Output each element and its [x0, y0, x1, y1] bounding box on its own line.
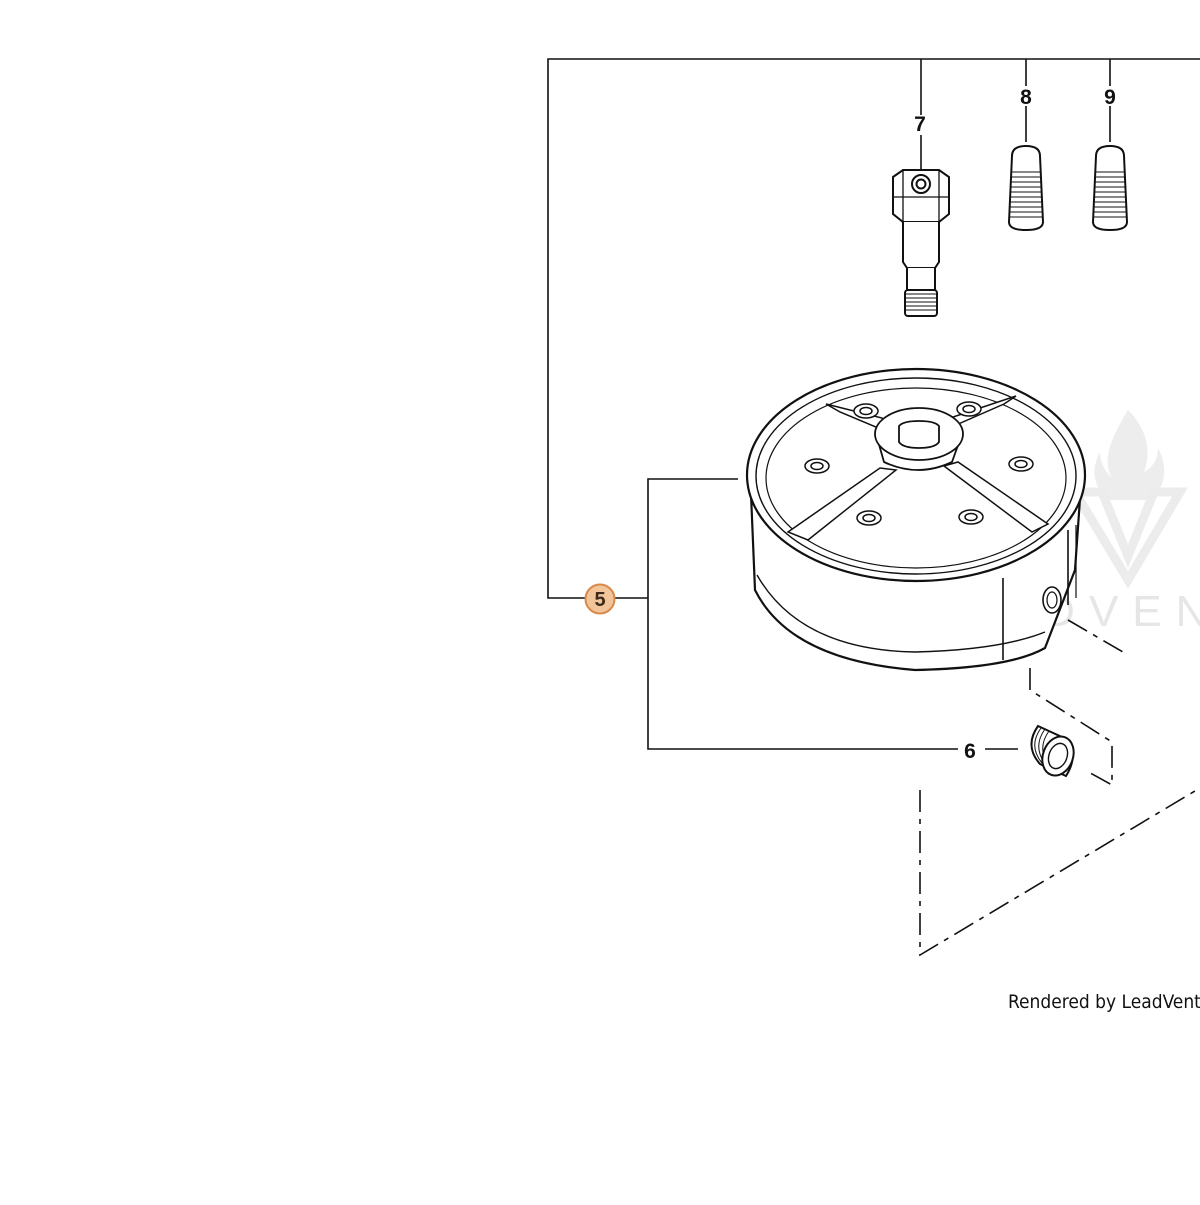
callout-5-label: 5	[594, 589, 605, 611]
part-8-stud[interactable]	[1007, 144, 1045, 232]
plug-6-thread-lines	[1034, 727, 1051, 768]
watermark-flame-icon	[1094, 410, 1165, 500]
callout-6-label[interactable]: 6	[964, 740, 976, 763]
part-5-hub-housing[interactable]	[745, 367, 1087, 672]
dash-plug-path	[1029, 668, 1113, 787]
callout-5[interactable]: 5	[584, 583, 616, 615]
leader-lines	[547, 58, 1200, 750]
part-9-stud[interactable]	[1091, 144, 1129, 232]
hub-mounting-holes	[804, 401, 1034, 526]
stud-9-thread-lines	[1094, 171, 1126, 218]
callout-8-label[interactable]: 8	[1020, 86, 1032, 109]
watermark-v-icon	[1067, 487, 1188, 589]
part-6-threaded-plug[interactable]	[1030, 724, 1078, 780]
bolt-7-thread-lines	[905, 293, 937, 311]
hub-ribs	[786, 395, 1050, 541]
assembly-dash-lines	[919, 619, 1200, 957]
dash-axis-plug	[1067, 619, 1129, 656]
bracket-5	[647, 478, 958, 750]
dash-ground-box	[919, 787, 1200, 957]
stud-8-thread-lines	[1010, 171, 1042, 218]
callout-5-badge	[584, 583, 616, 615]
part-7-hex-bolt[interactable]	[892, 169, 950, 317]
bracket-top	[547, 58, 1200, 599]
callout-9-label[interactable]: 9	[1104, 86, 1116, 109]
callout-7-label[interactable]: 7	[914, 113, 926, 136]
render-credit-text: Rendered by LeadVentu	[1008, 991, 1200, 1013]
